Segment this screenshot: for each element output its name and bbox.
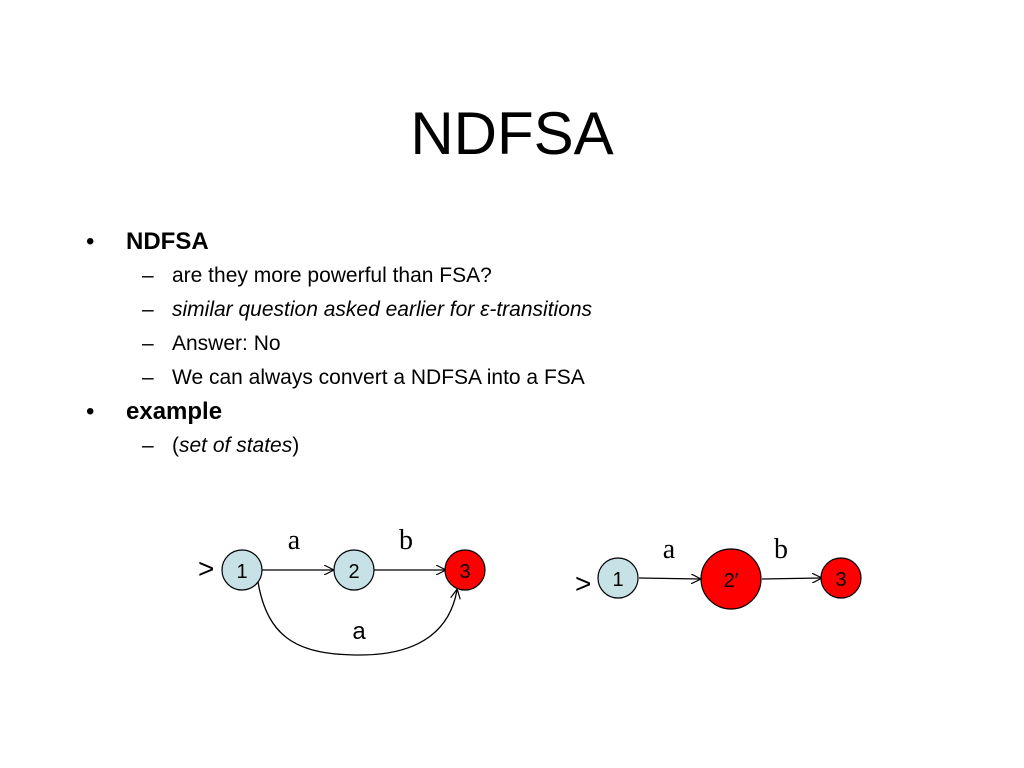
sub-bullet-epsilon: – similar question asked earlier for ε-t… — [86, 293, 986, 327]
dash-marker: – — [142, 298, 154, 321]
state-1: 1 — [221, 549, 263, 591]
state-3-label: 3 — [835, 569, 846, 591]
dash-marker: – — [142, 264, 154, 287]
label-b-2-to-3: b — [399, 525, 413, 556]
dfsa-diagram: > 1 2′ 3 a b — [575, 534, 862, 610]
state-1-label: 1 — [612, 569, 623, 591]
label-a-1-to-3: a — [352, 618, 366, 645]
dash-marker: – — [142, 332, 154, 355]
transition-2prime-to-3 — [761, 578, 821, 579]
state-2prime-accepting: 2′ — [700, 548, 762, 610]
paren-open: ( — [172, 434, 179, 457]
state-3-circle — [444, 549, 486, 591]
ndfsa-diagram: > 1 2 3 a b a — [198, 525, 486, 656]
bullet-example: • example — [86, 395, 986, 429]
start-marker: > — [575, 568, 591, 599]
paren-close: ) — [292, 434, 300, 457]
state-1-label: 1 — [236, 561, 247, 583]
dash-marker: – — [142, 434, 154, 457]
state-2-circle — [333, 549, 375, 591]
start-marker: > — [198, 553, 214, 584]
state-2-label: 2 — [348, 561, 359, 583]
state-3-accepting: 3 — [820, 557, 862, 599]
state-3-label: 3 — [459, 561, 470, 583]
sub-bullet-text: Answer: No — [172, 332, 281, 355]
label-b-2prime-to-3: b — [774, 534, 788, 565]
state-2: 2 — [333, 549, 375, 591]
state-1: 1 — [597, 557, 639, 599]
sub-bullet-answer: – Answer: No — [86, 327, 986, 361]
label-a-1-to-2prime: a — [663, 534, 676, 565]
bullet-marker: • — [86, 398, 95, 425]
sub-bullet-text: similar question asked earlier for ε-tra… — [172, 298, 593, 321]
label-a-1-to-2: a — [288, 525, 301, 556]
dash-marker: – — [142, 366, 154, 389]
sub-bullet-text: are they more powerful than FSA? — [172, 264, 492, 287]
sub-bullet-text: set of states — [179, 434, 293, 457]
bullet-marker: • — [86, 228, 95, 255]
state-3-accepting: 3 — [444, 549, 486, 591]
state-2prime-label: 2′ — [724, 570, 739, 592]
state-3-circle — [820, 557, 862, 599]
slide-title: NDFSA — [410, 100, 614, 167]
state-2prime-circle — [700, 548, 762, 610]
bullet-ndfsa: • NDFSA — [86, 225, 986, 259]
bullet-text: NDFSA — [126, 228, 209, 255]
bullet-text: example — [126, 398, 223, 425]
sub-bullet-set-of-states: – (set of states) — [86, 429, 986, 463]
state-1-circle — [597, 557, 639, 599]
sub-bullet-text: We can always convert a NDFSA into a FSA — [172, 366, 585, 389]
transition-1-to-2prime — [638, 578, 700, 579]
transition-1-to-3 — [257, 581, 457, 656]
state-1-circle — [221, 549, 263, 591]
sub-bullet-powerful: – are they more powerful than FSA? — [86, 259, 986, 293]
sub-bullet-convert: – We can always convert a NDFSA into a F… — [86, 361, 986, 395]
bullet-list: • NDFSA – are they more powerful than FS… — [86, 225, 986, 463]
